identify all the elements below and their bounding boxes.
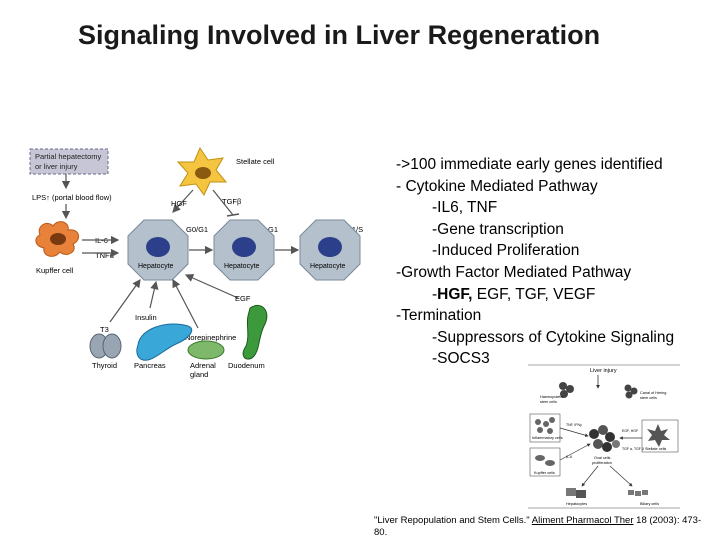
bullet-line: ->100 immediate early genes identified <box>396 156 663 173</box>
hgf-bold: HGF, <box>437 285 473 303</box>
bullet-line: -IL6, TNF <box>432 199 498 217</box>
canal-cluster <box>624 384 638 399</box>
duodenum-label: Duodenum <box>228 361 265 370</box>
slide-title: Signaling Involved in Liver Regeneration <box>78 20 601 50</box>
hepatocytes-small-label: Hepatocytes <box>566 502 587 506</box>
egf-hgf-label: EGF, HGF <box>622 429 638 433</box>
kupffer-small-label: Kupffer cells <box>534 471 555 475</box>
hepatocyte-label-2: Hepatocyte <box>224 263 260 270</box>
hepatectomy-line-2: or liver injury <box>35 162 78 171</box>
tnf-small-label: TNF, IFNγ <box>566 423 582 427</box>
duodenum-organ <box>242 304 268 360</box>
hsc-cluster <box>559 382 574 398</box>
bullet-line: -Suppressors of Cytokine Signaling <box>432 328 675 346</box>
kupffer-label: Kupffer cell <box>36 266 74 275</box>
t3-label: T3 <box>100 325 109 334</box>
bullet-rest: EGF, TGF, VEGF <box>472 285 596 303</box>
bullet-line: -Termination <box>396 307 482 325</box>
liver-signaling-diagram: Partial hepatectomy or liver injury LPS↑… <box>29 146 363 379</box>
bullet-prefix: - <box>432 285 438 303</box>
kupffer-cells-small <box>535 455 555 466</box>
bullet-list: ->100 immediate early genes identified -… <box>396 154 716 370</box>
bullet-line-growth-factors: -HGF, EGF, TGF, VEGF <box>396 284 716 306</box>
norepinephrine-label: Norepinephrine <box>185 333 236 342</box>
hepatocyte-2: Hepatocyte <box>213 219 275 281</box>
hgf-label: HGF <box>171 199 187 208</box>
bullet-line: -Growth Factor Mediated Pathway <box>396 263 632 281</box>
thyroid-label: Thyroid <box>92 361 117 370</box>
tgf-label: TGF α, TGF β <box>622 447 644 451</box>
stellate-label: Stellate cell <box>236 157 275 166</box>
phase-label-g1: G1 <box>268 225 278 234</box>
bullet-line: -Induced Proliferation <box>432 242 580 260</box>
stellate-cell <box>176 146 228 196</box>
tnf-label: TNFα <box>95 251 115 260</box>
biliary-small-label: Biliary cells <box>640 502 659 506</box>
thyroid-organ <box>89 333 122 359</box>
bullet-line: -SOCS3 <box>432 350 490 368</box>
tgfb-label: TGFβ <box>222 197 242 206</box>
il6-small-label: IL-6 <box>566 455 572 459</box>
adrenal-label: Adrenal <box>190 361 216 370</box>
canal-label-2: stem cells <box>640 396 657 400</box>
liver-injury-label: Liver injury <box>590 368 617 374</box>
stem-cell-diagram: Liver injury Haemopoietic stem cells Can… <box>528 364 680 509</box>
inflam-label: Inflammatory cells <box>532 436 563 440</box>
hsc-label-2: stem cells <box>540 400 557 404</box>
bullet-line: - Cytokine Mediated Pathway <box>396 177 598 195</box>
gland-label: gland <box>190 370 208 379</box>
hepatocyte-label-3: Hepatocyte <box>310 263 346 270</box>
hepatectomy-line-1: Partial hepatectomy <box>35 152 102 161</box>
phase-label-g1s: G1/S <box>346 225 363 234</box>
bullet-line: -Gene transcription <box>432 220 564 238</box>
partial-hepatectomy-box: Partial hepatectomy or liver injury <box>29 148 109 175</box>
oval-cells-cluster <box>589 425 620 452</box>
adrenal-gland-organ <box>187 340 225 360</box>
egf-label: EGF <box>235 294 251 303</box>
citation-journal-link[interactable]: Aliment Pharmacol Ther <box>531 515 634 526</box>
pancreas-label: Pancreas <box>134 361 166 370</box>
pancreas-organ <box>136 323 193 361</box>
kupffer-cell <box>35 221 80 257</box>
biliary-small <box>628 490 648 496</box>
citation: "Liver Repopulation and Stem Cells." Ali… <box>374 515 714 539</box>
phase-label-g0g1: G0/G1 <box>186 225 208 234</box>
citation-pages: 18 (2003): 473-80. <box>374 515 702 538</box>
hepatocytes-small <box>566 488 586 498</box>
oval-label-1: Oval cells <box>594 456 611 460</box>
hepatocyte-3: Hepatocyte <box>299 219 361 281</box>
insulin-label: Insulin <box>135 313 157 322</box>
hepatocyte-1: Hepatocyte <box>127 219 189 281</box>
lps-label: LPS↑ (portal blood flow) <box>32 193 112 202</box>
inflammatory-cells <box>535 417 555 434</box>
canal-label-1: Canal of Hering <box>640 391 666 395</box>
stellate-small-label: Stellate cells <box>645 447 666 451</box>
citation-title: "Liver Repopulation and Stem Cells." <box>374 515 532 526</box>
hsc-label-1: Haemopoietic <box>540 395 563 399</box>
stellate-small <box>647 424 670 447</box>
oval-label-2: proliferation <box>592 461 612 465</box>
hepatocyte-label-1: Hepatocyte <box>138 263 174 270</box>
